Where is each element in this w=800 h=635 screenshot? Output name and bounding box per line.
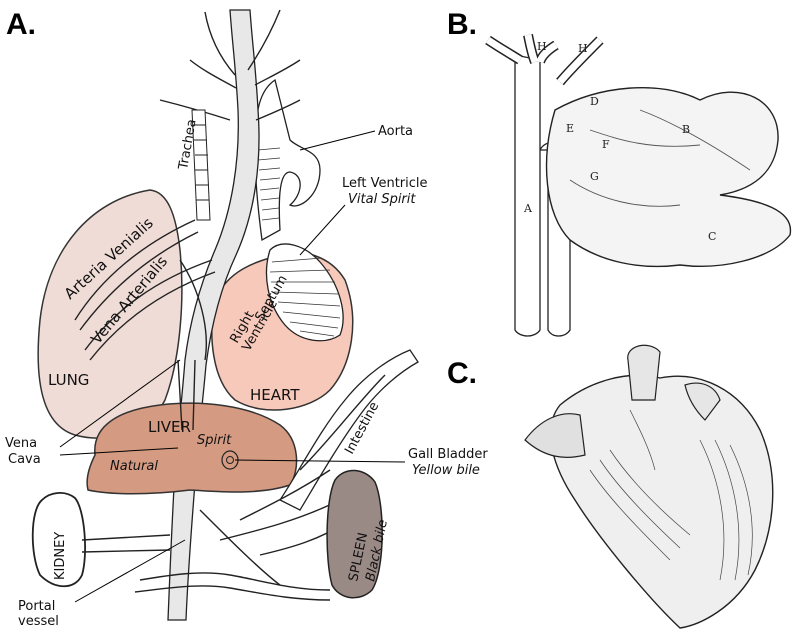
label-lung: LUNG: [48, 371, 89, 389]
arteria-venialis-vessel: [74, 219, 199, 331]
label-vital-spirit: Vital Spirit: [348, 192, 416, 207]
label-natural: Natural: [110, 459, 158, 474]
engraving-b-organ: [545, 87, 792, 268]
upper-branches: [189, 9, 301, 89]
engraving-c-heart: [549, 374, 774, 629]
label-aorta: Aorta: [378, 124, 413, 139]
intestine-shape: [279, 349, 419, 511]
panel-a-diagram: Aorta Trachea Left Ventricle Vital Spiri…: [5, 9, 488, 629]
label-vena: Vena: [5, 436, 37, 451]
label-vessel: vessel: [18, 614, 59, 629]
engraving-b-label-c: C: [708, 230, 716, 243]
label-spirit: Spirit: [197, 433, 232, 448]
label-cava: Cava: [8, 452, 41, 467]
label-heart: HEART: [250, 386, 300, 404]
engraving-c-vessel-top: [627, 344, 661, 401]
aorta-striations: [257, 147, 281, 221]
renal-vessel: [81, 534, 171, 553]
engraving-b-label-d: D: [590, 95, 599, 108]
label-portal: Portal: [18, 599, 55, 614]
panel-c-letter: C.: [447, 357, 477, 390]
engraving-b-label-h1: H: [537, 40, 547, 53]
label-liver: LIVER: [148, 418, 191, 436]
engraving-c-hatching: [589, 409, 753, 581]
aorta-vessel: [254, 78, 321, 242]
label-yellow-bile: Yellow bile: [412, 463, 480, 478]
engraving-b-label-e: E: [566, 122, 574, 135]
left-ventricle-striations: [269, 257, 341, 337]
lower-branch: [199, 509, 281, 586]
liver-shape: [86, 402, 298, 495]
vena-arterialis-vessel: [84, 259, 216, 361]
kidney-shape: [31, 492, 86, 588]
label-left-ventricle: Left Ventricle: [342, 176, 428, 191]
panel-c-heart-engraving: [524, 344, 774, 629]
panel-b-letter: B.: [447, 8, 477, 41]
spleen-shape: [326, 469, 383, 599]
leader-lines: [59, 130, 406, 603]
portal-vessels: [134, 572, 331, 601]
hepatic-vessel: [177, 359, 196, 431]
engraving-b-label-g: G: [590, 170, 599, 183]
panel-a-letter: A.: [6, 8, 36, 41]
engraving-b-label-a: A: [523, 202, 533, 215]
engraving-b-label-b: B: [682, 123, 690, 136]
side-branches: [159, 99, 301, 121]
label-kidney: KIDNEY: [53, 532, 68, 580]
engraving-b-label-h2: H: [578, 42, 588, 55]
engraving-c-vessel-left: [524, 413, 586, 458]
label-gall-bladder: Gall Bladder: [408, 447, 488, 462]
intestine-branches: [219, 374, 386, 556]
engraving-b-hatching: [569, 109, 751, 207]
engraving-b-labels: A B C D E F G H H: [523, 40, 716, 243]
panel-b-engraving: A B C D E F G H H: [485, 34, 792, 337]
lung-connection: [179, 259, 207, 361]
engraving-b-label-f: F: [602, 138, 610, 151]
engraving-c-vessel-right: [684, 382, 721, 421]
trachea-shape: [191, 109, 211, 221]
